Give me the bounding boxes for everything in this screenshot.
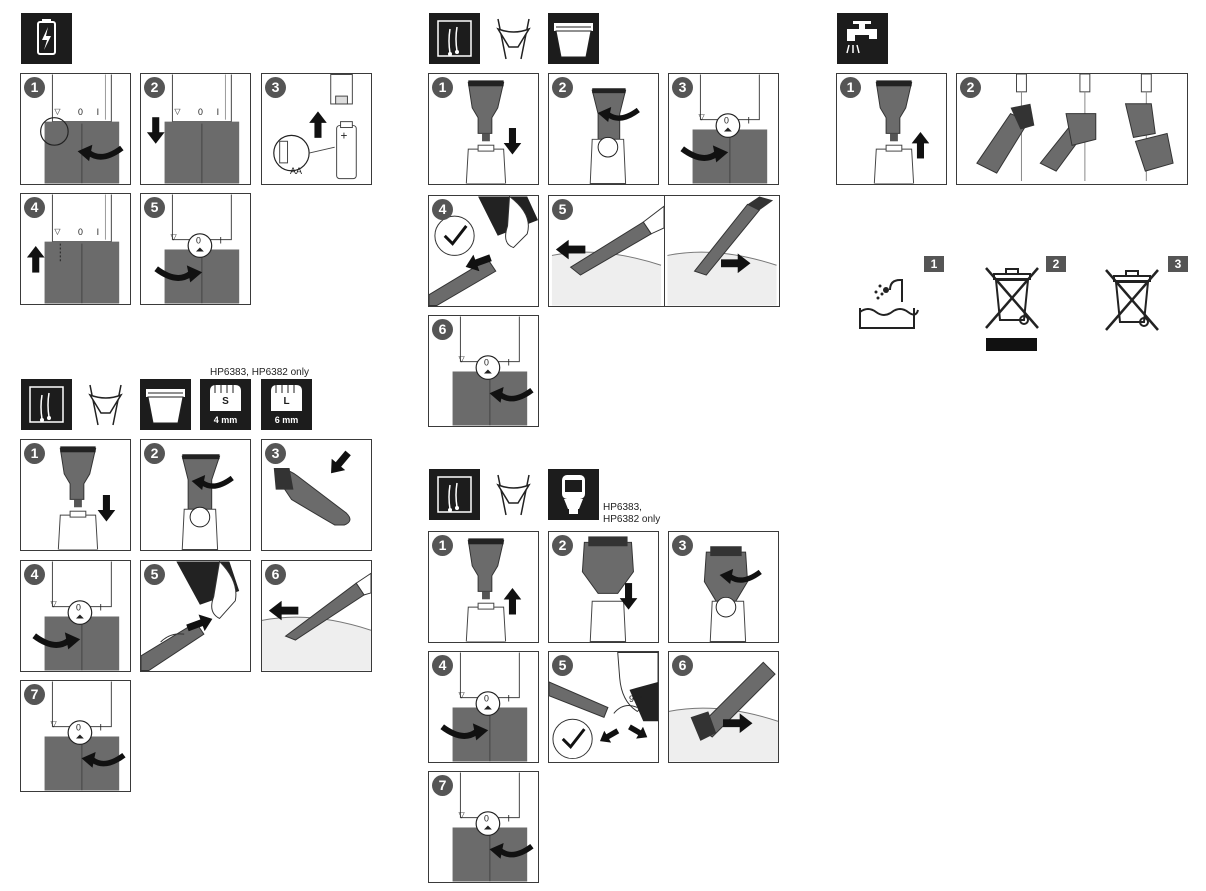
cleaning-step-2: 2: [956, 73, 1188, 185]
shaver-step-1: 1: [428, 531, 539, 643]
step-number: 1: [24, 77, 45, 98]
step-number: 1: [840, 77, 861, 98]
step-number: 4: [24, 197, 45, 218]
bikini-area-icon: [488, 13, 539, 64]
shaver-step-7: 7: [428, 771, 539, 883]
model-note: HP6383, HP6382 only: [210, 367, 309, 378]
charging-step-1: 1: [20, 73, 131, 185]
disposal-badge: 3: [1168, 256, 1188, 272]
shaver-step-6: 6: [668, 651, 779, 763]
charging-step-5: 5: [140, 193, 251, 305]
black-bar: [986, 338, 1037, 351]
shaver-step-5: 5 90°: [548, 651, 659, 763]
step-number: 7: [24, 684, 45, 705]
trimmer-step-1: 1: [428, 73, 539, 185]
step-number: 3: [672, 535, 693, 556]
step-number: 2: [552, 535, 573, 556]
comb-step-3: 3: [261, 439, 372, 551]
rinse-under-tap-icon: [852, 272, 922, 332]
trimmer-step-6: 6: [428, 315, 539, 427]
step-number: 2: [960, 77, 981, 98]
trimmer-head-icon: [140, 379, 191, 430]
shaver-head-icon: [548, 469, 599, 520]
bikini-area-icon: [488, 469, 539, 520]
comb-l-icon: L 6 mm: [261, 379, 312, 430]
shaver-step-4: 4: [428, 651, 539, 763]
trimmer-step-3: 3: [668, 73, 779, 185]
disposal-badge: 2: [1046, 256, 1066, 272]
trimmer-step-5a: 5: [548, 195, 665, 307]
comb-step-6: 6: [261, 560, 372, 672]
step-number: 4: [24, 564, 45, 585]
comb-step-1: 1: [20, 439, 131, 551]
step-number: 3: [265, 443, 286, 464]
comb-step-5: 5: [140, 560, 251, 672]
shaver-step-2: 2: [548, 531, 659, 643]
crossed-bin-icon: [1102, 264, 1162, 334]
step-number: 1: [432, 535, 453, 556]
disposal-badge: 1: [924, 256, 944, 272]
trimmer-step-5b: [664, 195, 780, 307]
comb-step-4: 4: [20, 560, 131, 672]
charging-step-4: 4: [20, 193, 131, 305]
step-number: 2: [144, 443, 165, 464]
step-number: 5: [144, 564, 165, 585]
cleaning-step-1: 1: [836, 73, 947, 185]
step-number: 4: [432, 199, 453, 220]
comb-letter: S: [222, 396, 229, 407]
step-number: 7: [432, 775, 453, 796]
bikini-area-icon: [80, 379, 131, 430]
step-number: 1: [24, 443, 45, 464]
step-number: 2: [144, 77, 165, 98]
trimmer-head-icon: [548, 13, 599, 64]
step-number: 6: [672, 655, 693, 676]
comb-size: 4 mm: [213, 415, 238, 425]
comb-letter: L: [283, 396, 290, 407]
body-hair-icon: [429, 13, 480, 64]
step-number: 3: [672, 77, 693, 98]
trimmer-step-4: 4: [428, 195, 539, 307]
step-number: 6: [265, 564, 286, 585]
step-number: 5: [552, 199, 573, 220]
trimmer-step-2: 2: [548, 73, 659, 185]
step-number: 6: [432, 319, 453, 340]
comb-step-7: 7: [20, 680, 131, 792]
svg-text:+: +: [341, 129, 348, 142]
comb-size: 6 mm: [274, 415, 299, 425]
charging-step-2: 2: [140, 73, 251, 185]
step-number: 1: [432, 77, 453, 98]
comb-step-2: 2: [140, 439, 251, 551]
battery-type-label: AA: [290, 166, 303, 176]
step-number: 5: [552, 655, 573, 676]
angle-label: 90°: [629, 694, 643, 704]
body-hair-icon: [21, 379, 72, 430]
body-hair-icon: [429, 469, 480, 520]
shaver-step-3: 3: [668, 531, 779, 643]
step-number: 3: [265, 77, 286, 98]
water-tap-icon: [837, 13, 888, 64]
step-number: 5: [144, 197, 165, 218]
comb-s-icon: S 4 mm: [200, 379, 251, 430]
step-number: 2: [552, 77, 573, 98]
battery-charge-icon: [21, 13, 72, 64]
charging-step-3: + 3 AA: [261, 73, 372, 185]
step-number: 4: [432, 655, 453, 676]
model-note-line-2: HP6382 only: [603, 514, 661, 525]
crossed-bin-icon: [982, 262, 1042, 332]
model-note-line-1: HP6383,: [603, 502, 642, 513]
